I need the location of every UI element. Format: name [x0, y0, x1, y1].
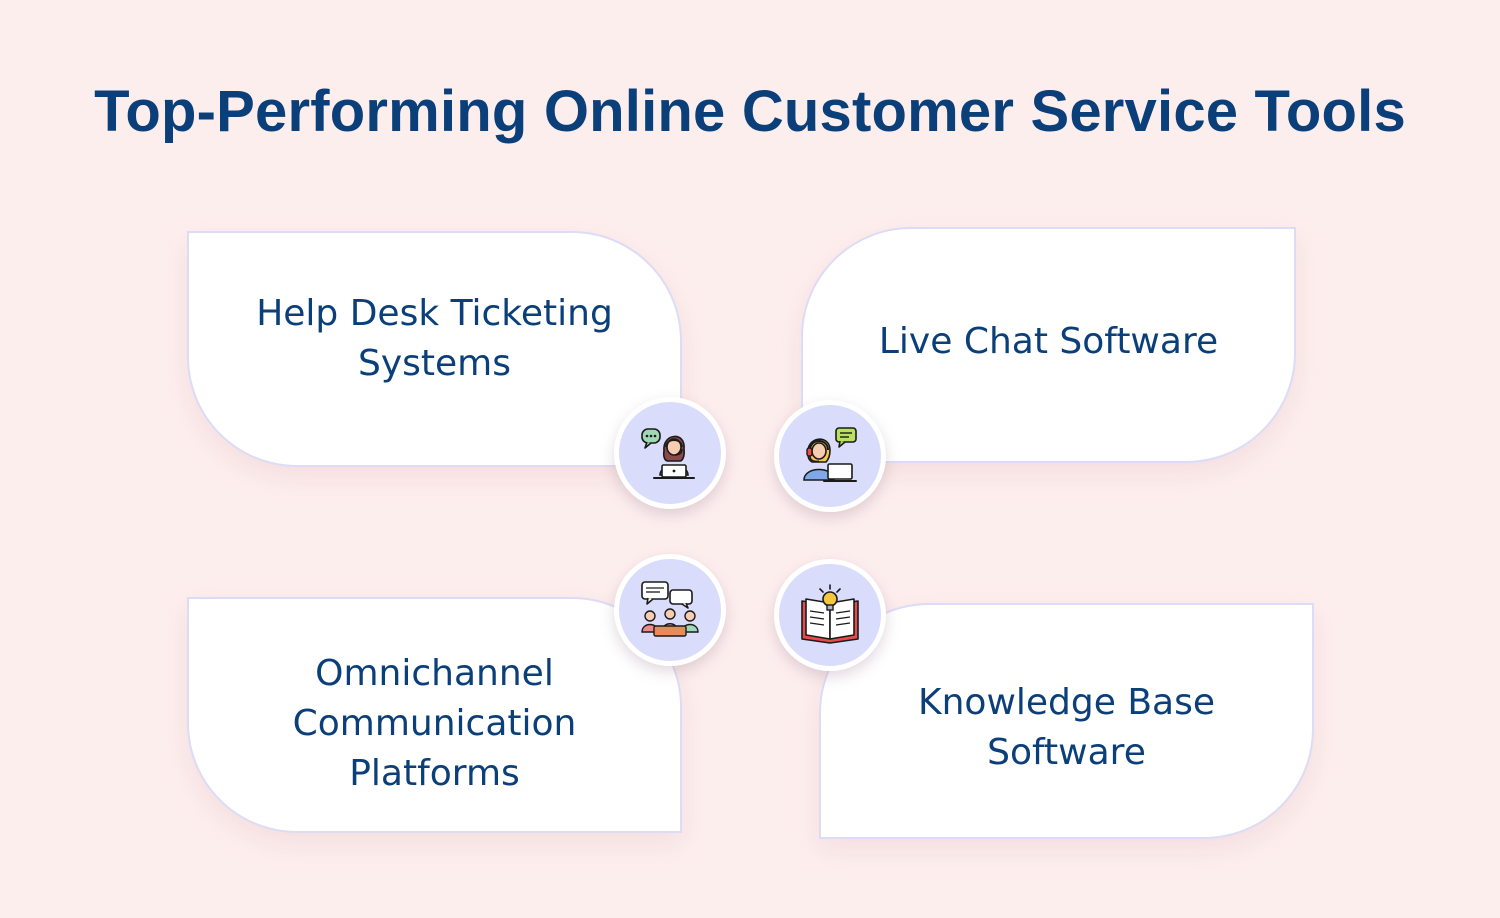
tool-card-label: Help Desk Ticketing Systems	[256, 293, 613, 384]
book-lightbulb-icon	[774, 559, 886, 671]
tool-card-label: Live Chat Software	[878, 321, 1219, 362]
tool-card-knowledge-base: Knowledge Base Software	[819, 603, 1314, 839]
headset-chat-icon	[774, 400, 886, 512]
tool-card-live-chat: Live Chat Software	[801, 227, 1296, 463]
support-agent-laptop-icon	[614, 397, 726, 509]
tool-card-omnichannel: Omnichannel Communication Platforms	[187, 597, 682, 833]
team-discussion-icon	[614, 554, 726, 666]
page-title: Top-Performing Online Customer Service T…	[94, 79, 1406, 144]
tool-card-label: Omnichannel Communication Platforms	[292, 653, 577, 794]
tool-card-help-desk: Help Desk Ticketing Systems	[187, 231, 682, 467]
tool-card-label: Knowledge Base Software	[918, 682, 1215, 773]
